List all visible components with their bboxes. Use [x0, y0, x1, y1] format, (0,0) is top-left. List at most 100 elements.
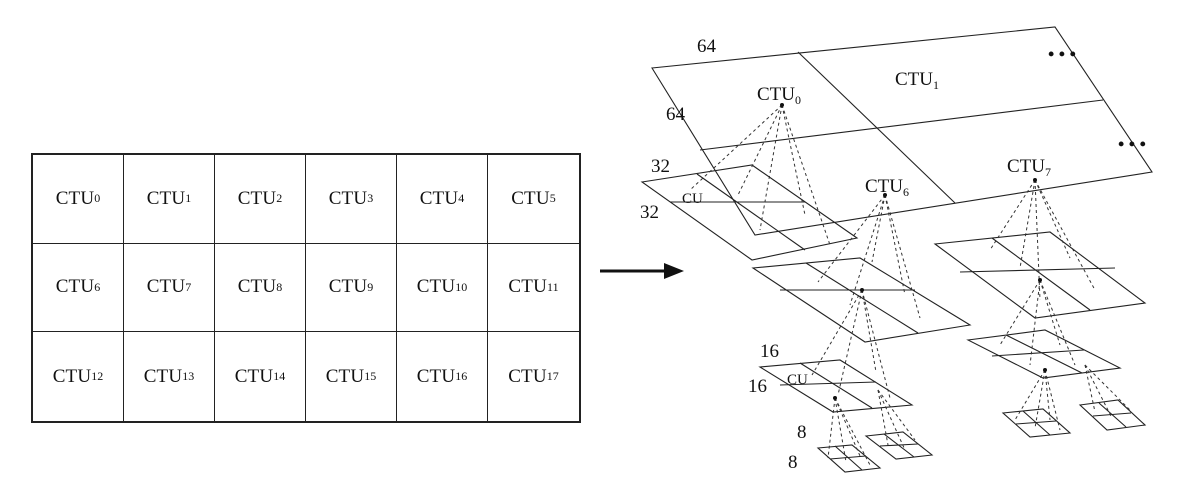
ctu-cell-label: CTU: [55, 276, 95, 298]
ctu6-label: CTU6: [865, 176, 909, 199]
ctu-cell-label: CTU: [234, 365, 274, 387]
ctu7-plane-32-divider-h: [959, 267, 1116, 273]
ctu-cell-index: 4: [458, 191, 465, 206]
ctu6-plane-16-divider-h: [779, 381, 877, 386]
cu-label: CU: [682, 191, 703, 207]
ctu-cell-label: CTU: [511, 187, 550, 209]
ctu-cell-label: CTU: [55, 187, 95, 209]
ctu-cell-index: 1: [185, 191, 192, 206]
ctu7-plane-16: [966, 329, 1122, 379]
cu-plane-8a-divider-h: [829, 455, 867, 460]
ctu-cell-index: 10: [455, 279, 468, 294]
ctu-cell-label: CTU: [416, 276, 456, 298]
cu-plane-8a: [816, 444, 882, 473]
ctu6-plane-16-divider-v: [799, 362, 873, 409]
ctu-cell-label: CTU: [419, 187, 459, 209]
cu-plane-8b: [864, 431, 934, 460]
ctu-cell-index: 9: [367, 279, 374, 294]
ctu-cell-label: CTU: [328, 276, 368, 298]
size-label-32-side: 32: [640, 202, 659, 223]
ctu6-plane-32: [751, 257, 972, 343]
size-label-8-side: 8: [788, 452, 798, 473]
ctu-cell-index: 11: [547, 279, 559, 294]
ctu-cell-index: 3: [367, 191, 374, 206]
ctu6-plane-16: [758, 359, 914, 413]
cu-plane-32-divider-v: [696, 173, 806, 251]
ctu-plane-divider-h: [699, 99, 1104, 151]
ctu-cell-index: 7: [185, 279, 192, 294]
ctu-cell-label: CTU: [508, 365, 547, 387]
cu-plane-8c: [1001, 408, 1072, 438]
ctu-cell-label: CTU: [146, 276, 186, 298]
ctu-cell-index: 6: [94, 279, 101, 294]
ctu-cell-index: 15: [364, 369, 377, 384]
ctu-cell-label: CTU: [237, 187, 277, 209]
ctu-cell-label: CTU: [143, 365, 183, 387]
ctu7-plane-32: [933, 231, 1147, 319]
ctu-cell-label: CTU: [146, 187, 186, 209]
size-label-8-top: 8: [797, 422, 807, 443]
ctu-cell-label: CTU: [328, 187, 368, 209]
ctu-cell-index: 14: [273, 369, 286, 384]
ctu-cell-index: 12: [91, 369, 104, 384]
ctu-cell-index: 5: [549, 191, 556, 206]
ctu0-label: CTU0: [757, 84, 801, 107]
ctu-cell-index: 13: [182, 369, 195, 384]
ellipsis-right-icon: • • •: [1118, 134, 1146, 154]
ctu-cell-label: CTU: [52, 365, 92, 387]
size-label-64-side: 64: [666, 104, 686, 125]
cu-plane-8d-divider-h: [1092, 412, 1132, 417]
split-lines: [689, 104, 1131, 466]
ctu7-label: CTU7: [1007, 156, 1051, 179]
ctu7-plane-16-divider-h: [991, 349, 1085, 357]
right-arrow-icon: [600, 263, 684, 279]
ctu-plane-divider-v: [797, 51, 956, 204]
ctu-cell-index: 17: [546, 369, 559, 384]
ctu-cell-label: CTU: [508, 276, 548, 298]
size-label-16-side: 16: [748, 376, 767, 397]
node-dots: [780, 103, 1047, 400]
ctu-cell-label: CTU: [416, 365, 456, 387]
ellipsis-top-icon: • • •: [1048, 44, 1076, 64]
ctu-cell-index: 0: [94, 191, 101, 206]
ctu7-plane-16-divider-v: [1005, 334, 1083, 374]
ctu-cell-index: 16: [455, 369, 468, 384]
size-label-16-top: 16: [760, 341, 779, 362]
ctu1-label: CTU1: [895, 69, 939, 92]
cu-plane-8d: [1078, 399, 1147, 431]
size-label-64-top: 64: [697, 36, 717, 57]
cu-plane-8c-divider-h: [1015, 420, 1057, 425]
cu-plane-8b-divider-h: [879, 443, 919, 447]
ctu7-plane-32-divider-v: [991, 237, 1091, 311]
ctu-plane-64: [651, 26, 1153, 236]
ctu-cell-label: CTU: [325, 365, 365, 387]
cu-plane-32: [640, 164, 859, 261]
cu-label: CU: [787, 372, 808, 388]
ctu-cell-label: CTU: [237, 276, 277, 298]
ctu-cell-index: 8: [276, 279, 283, 294]
plane-outlines: [640, 26, 1153, 473]
ctu6-plane-32-divider-v: [805, 262, 919, 334]
ctu-cell-index: 2: [276, 191, 283, 206]
size-label-32-top: 32: [651, 156, 670, 177]
